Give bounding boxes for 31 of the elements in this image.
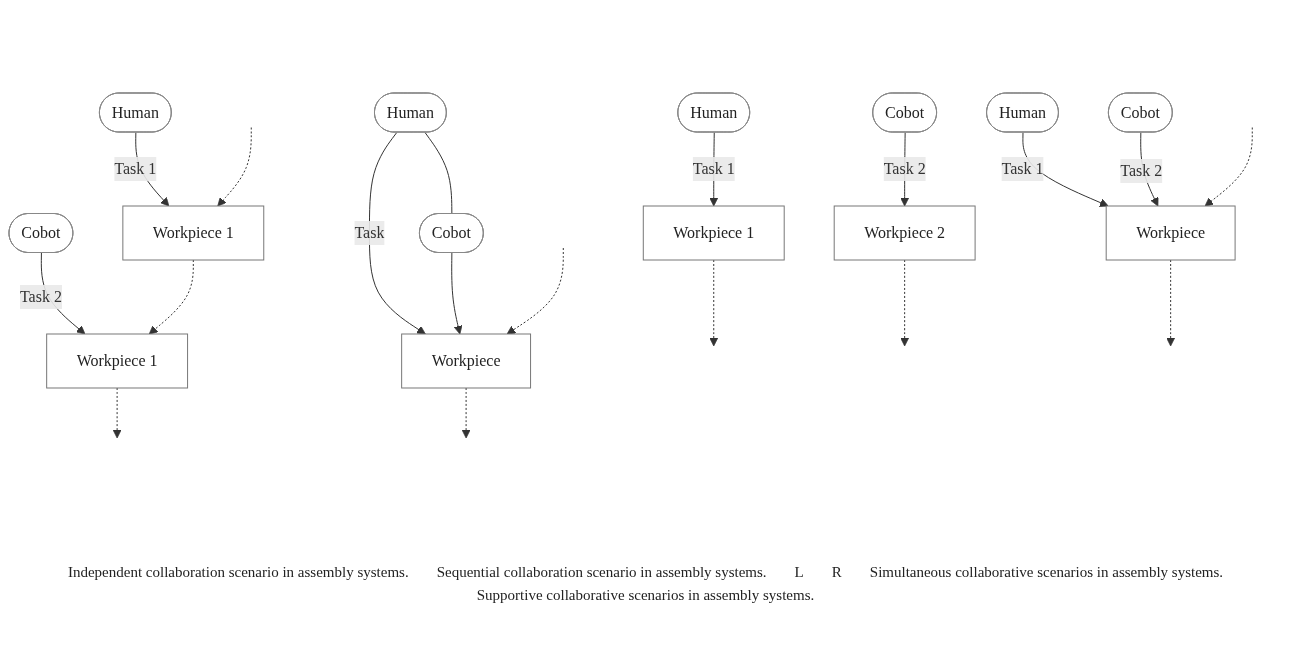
node-box: Workpiece 1 — [642, 205, 785, 260]
edge-label: Task 1 — [1001, 159, 1044, 177]
connector — [424, 131, 453, 214]
edge-label: Task 2 — [19, 287, 62, 305]
arrow — [900, 259, 909, 346]
caption-text: Independent collaboration scenario in assembly systems. — [67, 564, 409, 581]
arrow — [1166, 259, 1175, 346]
caption-text: Simultaneous collaborative scenarios in assembly systems. — [869, 564, 1224, 581]
arrow — [506, 247, 564, 334]
caption-text: Sequential collaboration scenario in assembly systems. — [436, 564, 767, 581]
caption-text: L — [794, 564, 804, 581]
node-box: Workpiece 1 — [46, 333, 188, 388]
edge-label: Task 1 — [114, 159, 157, 177]
node-box: Workpiece — [401, 333, 531, 388]
arrow — [451, 252, 463, 334]
arrow — [461, 387, 471, 438]
arrow — [368, 131, 426, 334]
edge-label: Task 2 — [883, 159, 926, 177]
node-box: Workpiece 1 — [122, 205, 265, 260]
caption-text: R — [831, 564, 842, 581]
arrow — [709, 259, 718, 346]
caption-text: Supportive collaborative scenarios in assembly systems. — [476, 587, 815, 604]
edge-label: Task 1 — [692, 159, 735, 177]
node-box: Workpiece 2 — [833, 205, 976, 260]
arrow — [217, 126, 252, 206]
edge-label: Task 2 — [1120, 161, 1163, 179]
node-box: Workpiece — [1105, 205, 1236, 260]
arrow — [1204, 126, 1253, 206]
edge-label: Task — [354, 223, 385, 241]
arrow — [112, 387, 122, 438]
arrow — [148, 259, 194, 334]
